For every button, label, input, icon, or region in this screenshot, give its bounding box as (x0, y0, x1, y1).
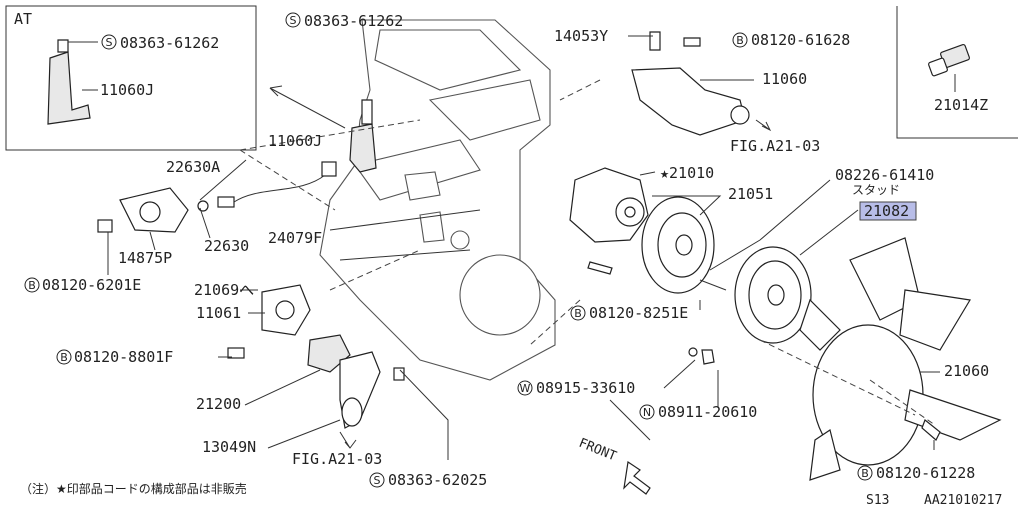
label-fig-bottom: FIG.A21-03 (292, 450, 382, 468)
engine-block (319, 19, 556, 381)
bolt-6201e-prefix: B (28, 279, 36, 292)
label-fig-top: FIG.A21-03 (730, 137, 820, 155)
label-bolt-6201e: 08120-6201E (42, 276, 141, 294)
part-labels: AT 08363-61262 11060J 21014Z 08363-61262… (14, 10, 1002, 508)
bolt-8801f-prefix: B (60, 351, 68, 364)
label-bolt-8801f: 08120-8801F (74, 348, 173, 366)
label-22630a: 22630A (166, 158, 220, 176)
inset-at-title: AT (14, 10, 32, 28)
water-outlet-11060 (631, 31, 772, 136)
top-bolt-prefix: S (290, 14, 297, 27)
sensor-housing-group (97, 161, 337, 233)
footer-note: （注）★印部品コードの構成部品は非販売 (20, 481, 247, 496)
footer-model: S13 (866, 493, 889, 508)
inset-at-bracket (47, 39, 98, 125)
label-21060: 21060 (944, 362, 989, 380)
label-bolt-62025: 08363-62025 (388, 471, 487, 489)
highlight-box-21082 (859, 201, 917, 221)
label-front: FRONT (577, 436, 619, 465)
bolt-61628-prefix: B (736, 34, 744, 47)
label-24079f: 24079F (268, 229, 322, 247)
label-21069: 21069へ (194, 281, 254, 299)
inset-21014z-part (928, 43, 970, 92)
label-bolt-61228: 08120-61228 (876, 464, 975, 482)
bolt-61228-prefix: B (861, 467, 869, 480)
inset-left-frame (5, 5, 257, 151)
label-14053y: 14053Y (554, 27, 608, 45)
inset-bolt-label: 08363-61262 (120, 34, 219, 52)
thermostat-group (227, 284, 405, 449)
guide-lines (239, 79, 936, 426)
label-bolt-61628: 08120-61628 (751, 31, 850, 49)
label-bracket-11060j: 11060J (268, 132, 322, 150)
label-21200: 21200 (196, 395, 241, 413)
water-pump-21010 (569, 167, 649, 243)
label-22630: 22630 (204, 237, 249, 255)
label-bolt-8251e: 08120-8251E (589, 304, 688, 322)
label-nut-20610: 08911-20610 (658, 403, 757, 421)
label-top-bolt: 08363-61262 (304, 12, 403, 30)
label-08226: 08226-61410 (835, 166, 934, 184)
label-21082: 21082 (864, 202, 909, 220)
footer-figure-id: AA21010217 (924, 493, 1002, 508)
bracket-11060j (269, 85, 377, 173)
inset-right-frame (896, 6, 1018, 139)
fan-clutch-21082 (688, 246, 812, 365)
leader-lines (107, 35, 940, 460)
front-arrow (623, 460, 651, 495)
prefix-markers: S S B B B B W N S B (24, 12, 873, 488)
label-11061: 11061 (196, 304, 241, 322)
label-washer-33610: 08915-33610 (536, 379, 635, 397)
inset-21014z-label: 21014Z (934, 96, 988, 114)
washer-prefix: W (520, 382, 531, 395)
label-14875p: 14875P (118, 249, 172, 267)
label-21051: 21051 (728, 185, 773, 203)
pulley-21051 (587, 196, 727, 294)
label-13049n: 13049N (202, 438, 256, 456)
cooling-fan-21060 (799, 237, 1002, 481)
bolt-62025-prefix: S (374, 474, 381, 487)
label-stud-note: スタッド (852, 183, 900, 197)
label-21010: ★21010 (660, 164, 714, 182)
label-11060: 11060 (762, 70, 807, 88)
nut-prefix: N (643, 406, 651, 419)
inset-bracket-label: 11060J (100, 81, 154, 99)
inset-bolt-prefix: S (106, 36, 113, 49)
bolt-8251e-prefix: B (574, 307, 582, 320)
